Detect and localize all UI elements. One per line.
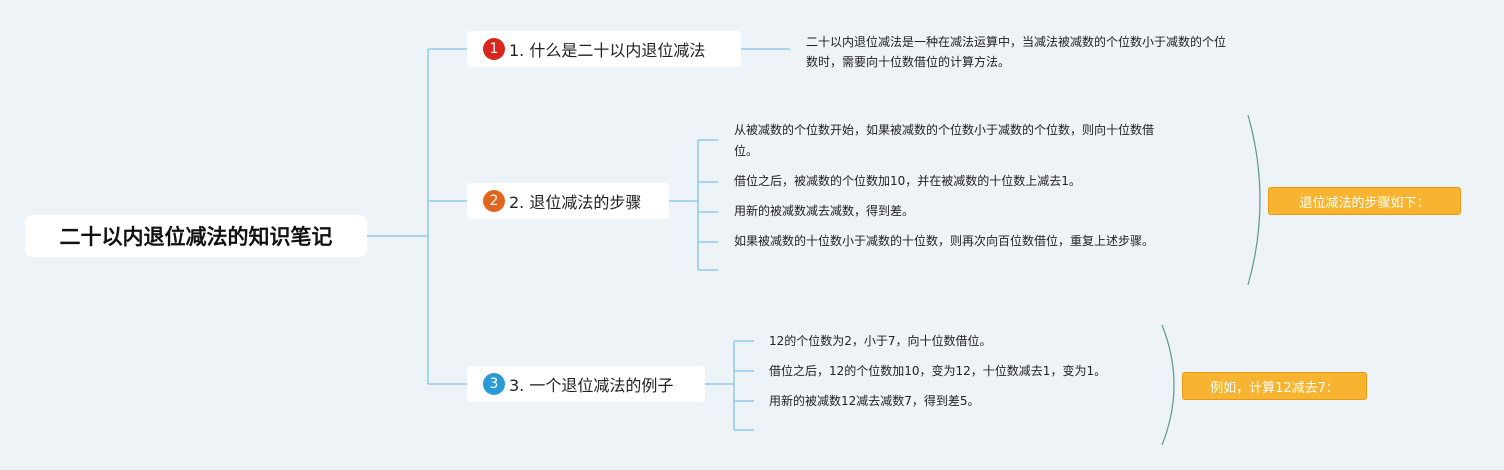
summary-example[interactable]: 例如，计算12减去7： [1182,372,1367,400]
number-badge-2: 2 [483,190,505,212]
topic-1-detail-line-1: 二十以内退位减法是一种在减法运算中，当减法被减数的个位数小于减数的个位 [806,35,1227,49]
root-topic[interactable]: 二十以内退位减法的知识笔记 [25,215,367,257]
number-badge-3: 3 [483,373,505,395]
number-badge-1: 1 [483,38,505,60]
topic-regrouping-steps[interactable]: 2 2. 退位减法的步骤 [467,183,669,219]
example-step-1: 12的个位数为2，小于7，向十位数借位。 [769,334,992,348]
root-title: 二十以内退位减法的知识笔记 [59,225,333,249]
step-1-line-1: 从被减数的个位数开始，如果被减数的个位数小于减数的个位数，则向十位数借 [734,123,1155,137]
step-1-line-2: 位。 [734,144,759,158]
topic-what-is-regrouping-subtraction[interactable]: 1 1. 什么是二十以内退位减法 [467,31,741,67]
step-4: 如果被减数的十位数小于减数的十位数，则再次向百位数借位，重复上述步骤。 [734,234,1155,248]
topic-1-detail-line-2: 数时，需要向十位数借位的计算方法。 [806,55,1011,69]
step-2: 借位之后，被减数的个位数加10，并在被减数的十位数上减去1。 [734,174,1081,188]
topic-label: 2. 退位减法的步骤 [509,193,642,212]
example-step-2: 借位之后，12的个位数加10，变为12，十位数减去1，变为1。 [769,364,1107,378]
topic-regrouping-example[interactable]: 3 3. 一个退位减法的例子 [467,366,705,402]
topic-label: 3. 一个退位减法的例子 [509,376,674,395]
topic-label: 1. 什么是二十以内退位减法 [509,41,706,60]
summary-steps[interactable]: 退位减法的步骤如下： [1268,187,1461,215]
example-step-3: 用新的被减数12减去减数7，得到差5。 [769,394,980,408]
step-3: 用新的被减数减去减数，得到差。 [734,204,915,218]
